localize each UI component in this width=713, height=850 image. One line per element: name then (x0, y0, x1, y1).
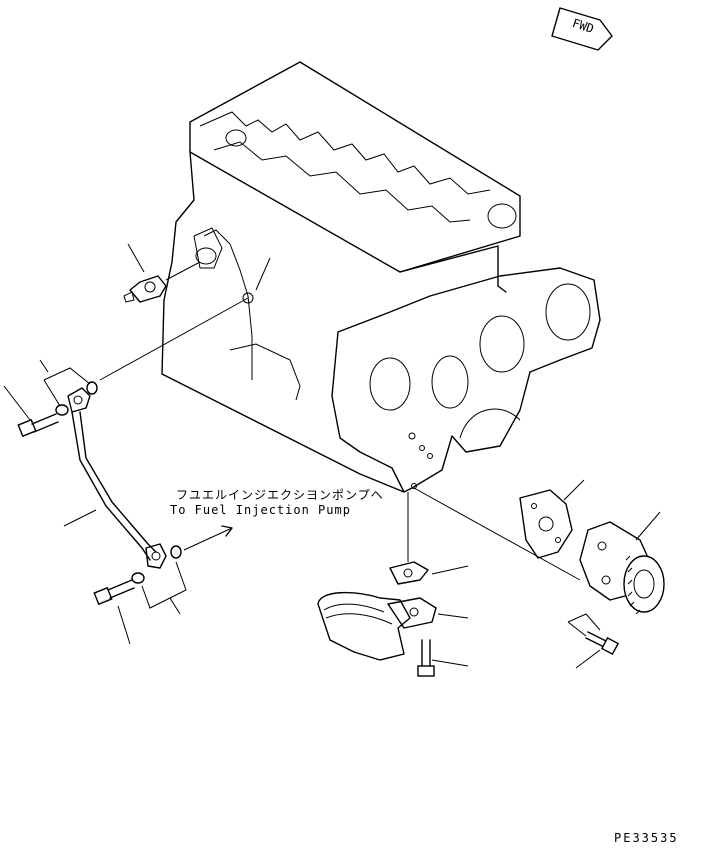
bolt-lower-left-icon (93, 579, 135, 645)
oil-pump-icon (579, 511, 665, 615)
bolt-upper-left-icon (3, 385, 59, 438)
destination-note-english: To Fuel Injection Pump (170, 503, 351, 517)
pipe-connection-line (99, 297, 249, 381)
engine-block (161, 61, 601, 493)
strainer-bolt-icon (417, 639, 469, 677)
washer-pair-lower-icon (131, 525, 233, 615)
sensor-leader-line (127, 243, 145, 273)
fuel-tube-icon (63, 387, 167, 569)
pump-mount-bolt-icon (567, 613, 620, 669)
strainer-gasket-icon (389, 492, 469, 585)
block-leader-line (255, 257, 271, 291)
forward-arrow-icon (551, 7, 613, 51)
oil-strainer-icon (317, 591, 469, 661)
pressure-sensor-icon (123, 261, 201, 303)
pump-connection-line (413, 487, 581, 581)
washer-pair-upper-icon (39, 359, 98, 416)
oil-pump-gasket-icon (519, 479, 585, 559)
drawing-code-label: PE33535 (614, 831, 679, 845)
destination-note-japanese: フユエルインジエクシヨンポンプヘ (176, 488, 384, 502)
